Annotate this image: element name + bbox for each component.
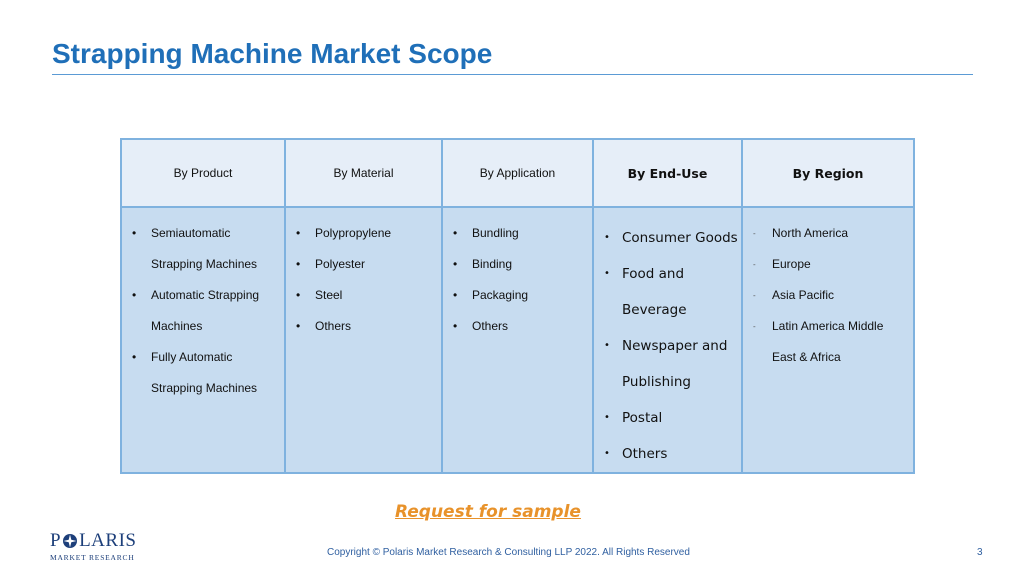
bullet-icon: • <box>604 268 610 279</box>
list-item: •Postal <box>594 400 741 436</box>
list-item: •Others <box>594 436 741 472</box>
list-item: •Others <box>286 311 441 342</box>
polaris-logo: P LARIS MARKET RESEARCH <box>50 530 136 562</box>
bullet-icon: • <box>132 350 137 364</box>
bullet-icon: • <box>132 226 137 240</box>
cell-end-use: •Consumer Goods •Food and Beverage •News… <box>594 208 743 472</box>
list-item: Beverage <box>622 302 687 318</box>
bullet-icon: - <box>753 229 756 238</box>
title-divider <box>52 74 973 75</box>
list-item: Strapping Machines <box>151 257 258 271</box>
page-title: Strapping Machine Market Scope <box>52 38 493 69</box>
bullet-icon: - <box>753 260 756 269</box>
bullet-icon: • <box>453 257 458 271</box>
list-item: Machines <box>151 319 203 333</box>
bullet-icon: • <box>296 257 301 271</box>
list-item: •Polypropylene <box>286 218 441 249</box>
bullet-icon: • <box>453 319 458 333</box>
header-by-application: By Application <box>443 140 594 206</box>
bullet-icon: • <box>453 226 458 240</box>
bullet-icon: - <box>753 322 756 331</box>
header-by-product: By Product <box>122 140 286 206</box>
bullet-icon: • <box>453 288 458 302</box>
cell-region: -North America -Europe -Asia Pacific -La… <box>743 208 913 472</box>
list-item: •Automatic Strapping <box>122 280 284 311</box>
list-item: •Polyester <box>286 249 441 280</box>
list-item: •Binding <box>443 249 592 280</box>
compass-star-icon <box>63 534 78 548</box>
list-item: •Food and <box>594 256 741 292</box>
list-item: •Others <box>443 311 592 342</box>
bullet-icon: • <box>604 412 610 423</box>
bullet-icon: • <box>296 319 301 333</box>
list-item: •Packaging <box>443 280 592 311</box>
request-sample-link[interactable]: Request for sample <box>395 502 581 522</box>
header-by-material: By Material <box>286 140 443 206</box>
header-by-region: By Region <box>792 165 864 181</box>
list-item: •Fully Automatic <box>122 342 284 373</box>
list-item: •Steel <box>286 280 441 311</box>
list-item: East & Africa <box>772 350 841 364</box>
list-item: -Europe <box>743 249 913 280</box>
list-item: Strapping Machines <box>151 381 258 395</box>
table-header-row: By Product By Material By Application By… <box>122 140 913 208</box>
copyright-text: Copyright © Polaris Market Research & Co… <box>327 547 690 558</box>
bullet-icon: - <box>753 291 756 300</box>
cell-product: •Semiautomatic Strapping Machines •Autom… <box>122 208 286 472</box>
bullet-icon: • <box>604 232 610 243</box>
bullet-icon: • <box>296 288 301 302</box>
list-item: •Newspaper and <box>594 328 741 364</box>
bullet-icon: • <box>132 288 137 302</box>
cell-material: •Polypropylene •Polyester •Steel •Others <box>286 208 443 472</box>
bullet-icon: • <box>604 340 610 351</box>
table-body-row: •Semiautomatic Strapping Machines •Autom… <box>122 208 913 472</box>
logo-tagline: MARKET RESEARCH <box>50 553 135 562</box>
header-by-end-use: By End-Use <box>594 140 743 206</box>
list-item: -North America <box>743 218 913 249</box>
cell-application: •Bundling •Binding •Packaging •Others <box>443 208 594 472</box>
list-item: •Bundling <box>443 218 592 249</box>
list-item: •Consumer Goods <box>594 220 741 256</box>
page-number: 3 <box>977 547 983 558</box>
list-item: -Latin America Middle <box>743 311 913 342</box>
list-item: -Asia Pacific <box>743 280 913 311</box>
bullet-icon: • <box>604 448 610 459</box>
logo-wordmark: P LARIS <box>50 530 137 551</box>
list-item: •Semiautomatic <box>122 218 284 249</box>
list-item: Publishing <box>622 374 691 390</box>
market-scope-table: By Product By Material By Application By… <box>120 138 915 474</box>
bullet-icon: • <box>296 226 301 240</box>
